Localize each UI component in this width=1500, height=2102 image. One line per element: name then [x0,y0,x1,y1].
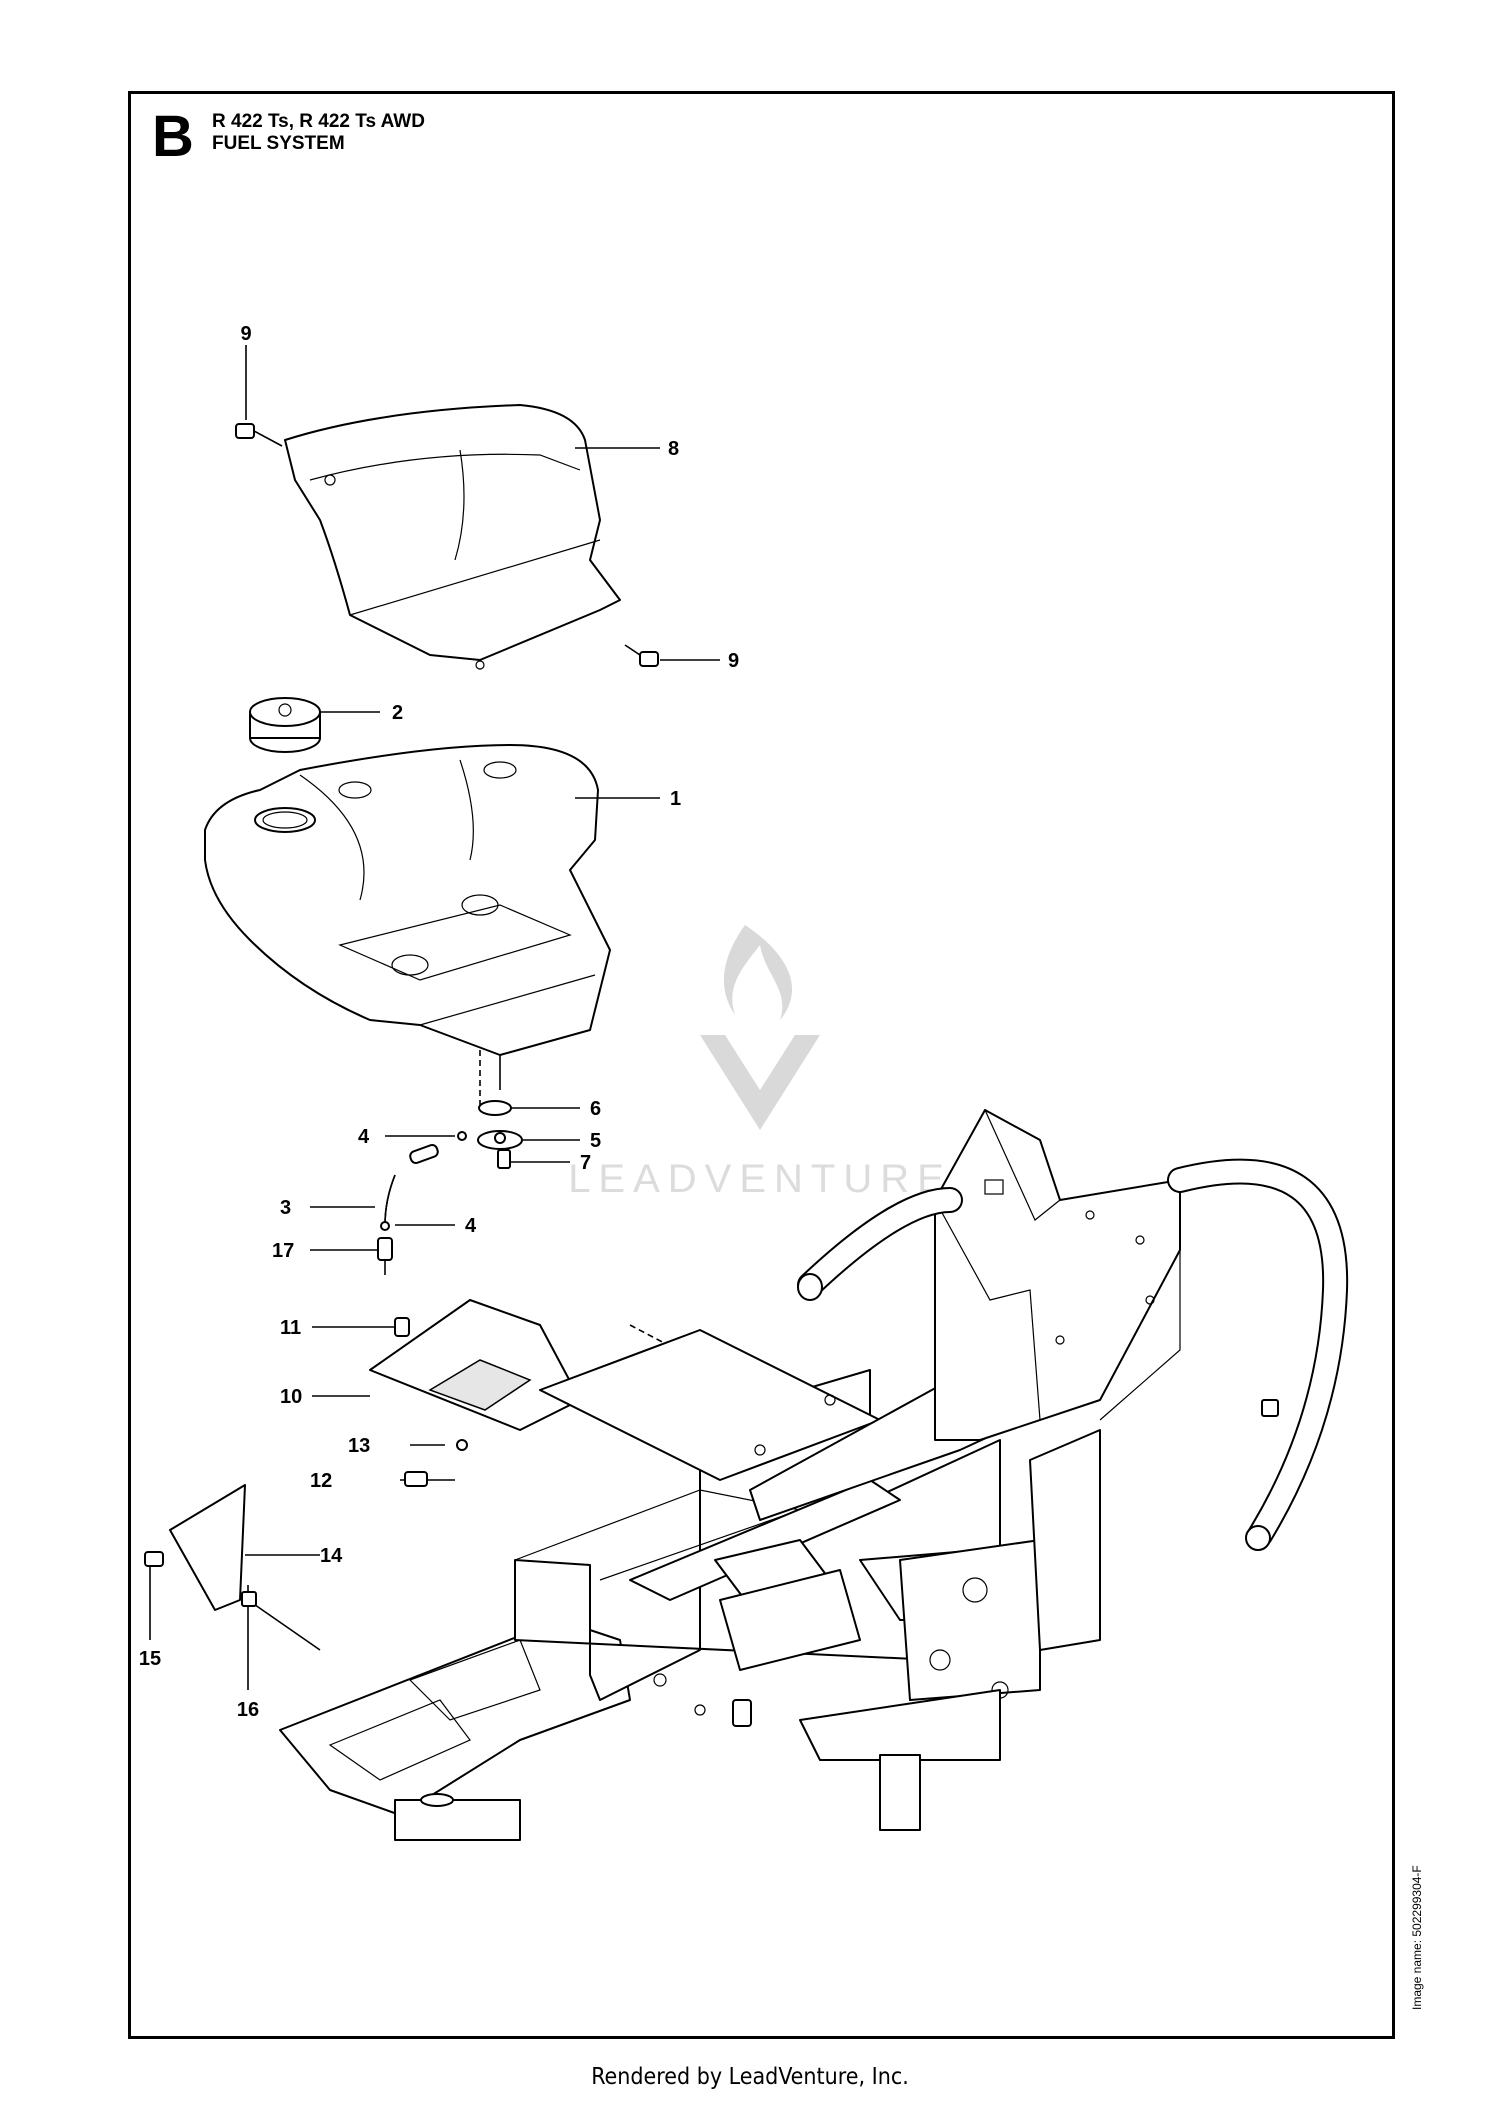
rear-frame [934,1109,1181,1441]
part-7-screw [497,1149,511,1169]
callout-13: 13 [348,1435,370,1457]
part-12-screw [404,1471,428,1487]
callout-6: 6 [590,1098,601,1120]
callout-10: 10 [280,1386,302,1408]
callout-2: 2 [392,702,403,724]
part-3-fuel-hose [384,1143,439,1226]
part-9-screw-top [235,423,283,447]
callout-17: 17 [272,1240,294,1262]
part-10-bracket [369,1299,581,1431]
callout-9-right: 9 [728,650,739,672]
callout-7: 7 [580,1152,591,1174]
flame-icon [723,925,793,1020]
part-14-shield [169,1484,246,1611]
callout-4-upper: 4 [358,1126,370,1148]
callouts: 9 8 9 2 1 6 5 4 7 3 4 17 11 10 13 12 14 … [139,323,739,1721]
section-letter: B [152,104,194,169]
left-handle-bar [797,1187,963,1301]
watermark-text: LEADVENTURE [568,1157,952,1201]
callout-4-lower: 4 [465,1215,477,1237]
chassis-frame [279,1329,1101,1841]
part-4-clamp-upper [457,1131,467,1141]
footer-credit: Rendered by LeadVenture, Inc. [591,2064,909,2090]
image-name-label: Image name: 502299304-F [1410,1865,1424,2010]
v-logo-icon [700,1035,820,1130]
part-16-nut [241,1591,257,1607]
part-9-screw-right [624,644,659,667]
part-2-fuel-cap [249,697,321,753]
part-17-fuel-filter-fitting [377,1237,393,1275]
part-15-screw [144,1551,164,1567]
part-8-tank-cover [284,404,621,670]
part-4-clamp-lower [380,1221,390,1231]
callout-8: 8 [668,438,679,460]
callout-12: 12 [310,1470,332,1492]
callout-14: 14 [320,1545,343,1567]
callout-1: 1 [670,788,681,810]
right-handle-bar [1167,1158,1349,1551]
callout-3: 3 [280,1197,291,1219]
callout-16: 16 [237,1699,259,1721]
model-title: R 422 Ts, R 422 Ts AWD [212,111,425,132]
part-6-gasket [478,1100,512,1116]
callout-15: 15 [139,1648,161,1670]
leadventure-watermark: LEADVENTURE [568,925,952,1201]
callout-9-top: 9 [240,323,251,345]
diagram-frame [128,91,1395,2039]
part-13-washer [456,1439,468,1451]
callout-5: 5 [590,1130,601,1152]
part-1-fuel-tank [204,744,611,1056]
part-11-screw [394,1317,410,1337]
callout-11: 11 [280,1317,301,1339]
part-5-bushing-flange [477,1130,523,1150]
system-title: FUEL SYSTEM [212,133,345,154]
